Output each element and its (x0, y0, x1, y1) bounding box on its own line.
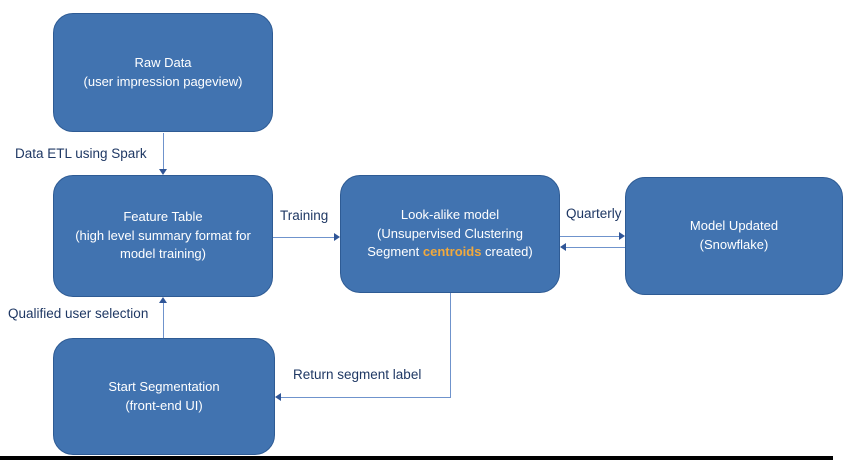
start-segmentation-subtitle: (front-end UI) (125, 397, 203, 413)
model-return-arrowhead-icon (560, 243, 566, 251)
quarterly-connector-line (560, 236, 619, 237)
training-connector-line (273, 237, 336, 238)
model-updated-title: Model Updated (689, 218, 779, 234)
quarterly-arrowhead-icon (619, 232, 625, 240)
bottom-border-line (0, 456, 833, 460)
model-return-connector-line (566, 247, 625, 248)
feature-table-box: Feature Table (high level summary format… (53, 175, 273, 297)
return-arrowhead-icon (275, 393, 281, 401)
qualified-connector-line (163, 302, 164, 338)
model-updated-box: Model Updated (Snowflake) (625, 177, 843, 295)
start-segmentation-box: Start Segmentation (front-end UI) (53, 338, 275, 455)
raw-data-box: Raw Data (user impression pageview) (53, 13, 273, 132)
lookalike-subtitle-suffix: created) (485, 244, 533, 260)
return-connector-hline (281, 397, 451, 398)
etl-connector-line (163, 133, 164, 171)
training-edge-label: Training (280, 208, 329, 223)
start-segmentation-title: Start Segmentation (108, 378, 220, 394)
lookalike-subtitle-prefix: (Unsupervised Clustering Segment (367, 225, 523, 260)
qualified-arrowhead-icon (159, 297, 167, 303)
feature-table-title: Feature Table (123, 208, 203, 224)
model-updated-subtitle: (Snowflake) (699, 237, 769, 252)
lookalike-subtitle-highlight: centroids (422, 244, 482, 260)
raw-data-subtitle: (user impression pageview) (83, 73, 243, 89)
training-arrowhead-icon (334, 233, 340, 241)
qualified-edge-label: Qualified user selection (8, 306, 149, 321)
lookalike-model-box: Look-alike model (Unsupervised Clusterin… (340, 175, 560, 293)
quarterly-edge-label: Quarterly (566, 206, 622, 221)
raw-data-title: Raw Data (134, 54, 192, 70)
etl-arrowhead-icon (159, 169, 167, 175)
feature-table-subtitle: (high level summary format for model tra… (75, 227, 251, 262)
lookalike-model-title: Look-alike model (400, 206, 500, 222)
etl-edge-label: Data ETL using Spark (15, 146, 147, 161)
return-connector-vline (450, 293, 451, 397)
lookalike-model-subtitle: (Unsupervised Clustering Segment centroi… (352, 225, 548, 263)
return-edge-label: Return segment label (293, 367, 422, 382)
